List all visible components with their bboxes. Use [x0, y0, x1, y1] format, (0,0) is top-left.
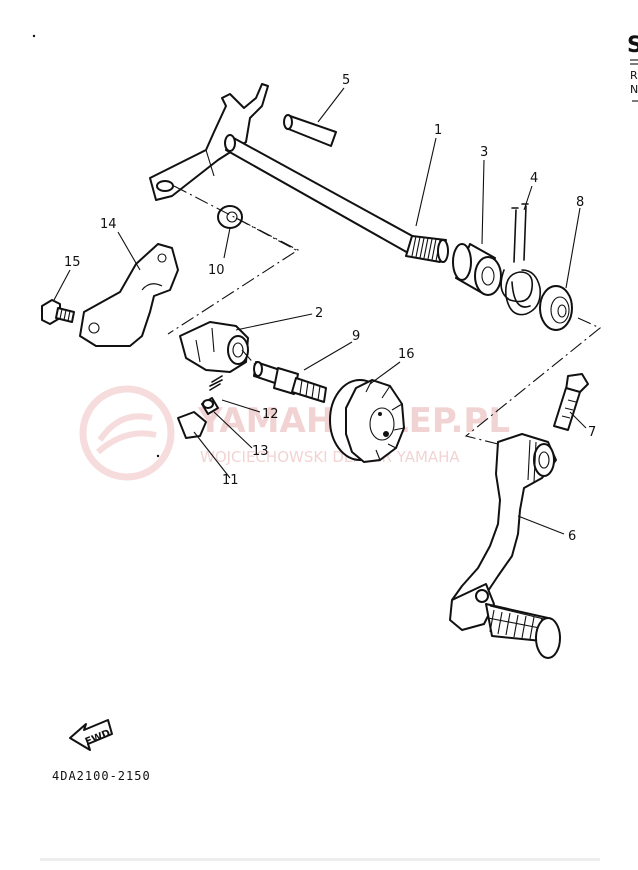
callout-14: 14: [100, 217, 117, 232]
part-oil-seal: [539, 285, 573, 331]
part-washer: [217, 205, 243, 229]
part-shift-cam: [329, 379, 405, 463]
callout-labels: 1 2 3 4 5 6 7 8 9 10 11 12 13 14 15 16: [64, 73, 596, 544]
watermark: YAMAHAKLEP.PL WOJCIECHOWSKI DEALER YAMAH…: [79, 385, 510, 481]
part-stopper-bolt: [253, 361, 327, 403]
part-pin: [283, 114, 337, 147]
callout-16: 16: [398, 347, 415, 362]
part-collar: [452, 243, 502, 296]
part-shift-lever: [179, 321, 249, 373]
callout-13: 13: [252, 444, 269, 459]
callout-3: 3: [480, 145, 488, 160]
bottom-scan-artifacts: [40, 858, 600, 861]
callout-6: 6: [568, 529, 576, 544]
part-small-spring: [209, 375, 223, 391]
leader-lines: [53, 87, 587, 535]
part-shift-pedal: [449, 433, 561, 659]
callout-9: 9: [352, 329, 360, 344]
assembly-lines: [167, 185, 602, 445]
callout-5: 5: [342, 73, 350, 88]
corner-header-line2: N: [630, 83, 638, 96]
callout-11: 11: [222, 473, 239, 488]
callout-4: 4: [530, 171, 538, 186]
part-shift-shaft: [149, 83, 449, 263]
part-bolt-7: [553, 373, 589, 431]
part-segment-plate: [79, 243, 179, 347]
fwd-arrow: FWD: [69, 719, 113, 751]
corner-header: S R N: [627, 33, 638, 102]
watermark-tagline: WOJCIECHOWSKI DEALER YAMAHA: [200, 448, 460, 466]
corner-header-line1: R: [630, 69, 638, 82]
callout-7: 7: [588, 425, 596, 440]
diagram-code: 4DA2100-2150: [52, 769, 151, 783]
callout-1: 1: [434, 123, 442, 138]
callout-12: 12: [262, 407, 279, 422]
callout-10: 10: [208, 263, 225, 278]
corner-header-letter: S: [627, 33, 638, 58]
callout-8: 8: [576, 195, 584, 210]
part-torsion-spring: [500, 203, 542, 316]
part-bolt-15: [41, 299, 75, 325]
part-small-pin: [201, 397, 219, 415]
callout-15: 15: [64, 255, 81, 270]
part-stopper: [177, 411, 207, 439]
watermark-logo-icon: [79, 385, 175, 481]
callout-2: 2: [315, 306, 323, 321]
